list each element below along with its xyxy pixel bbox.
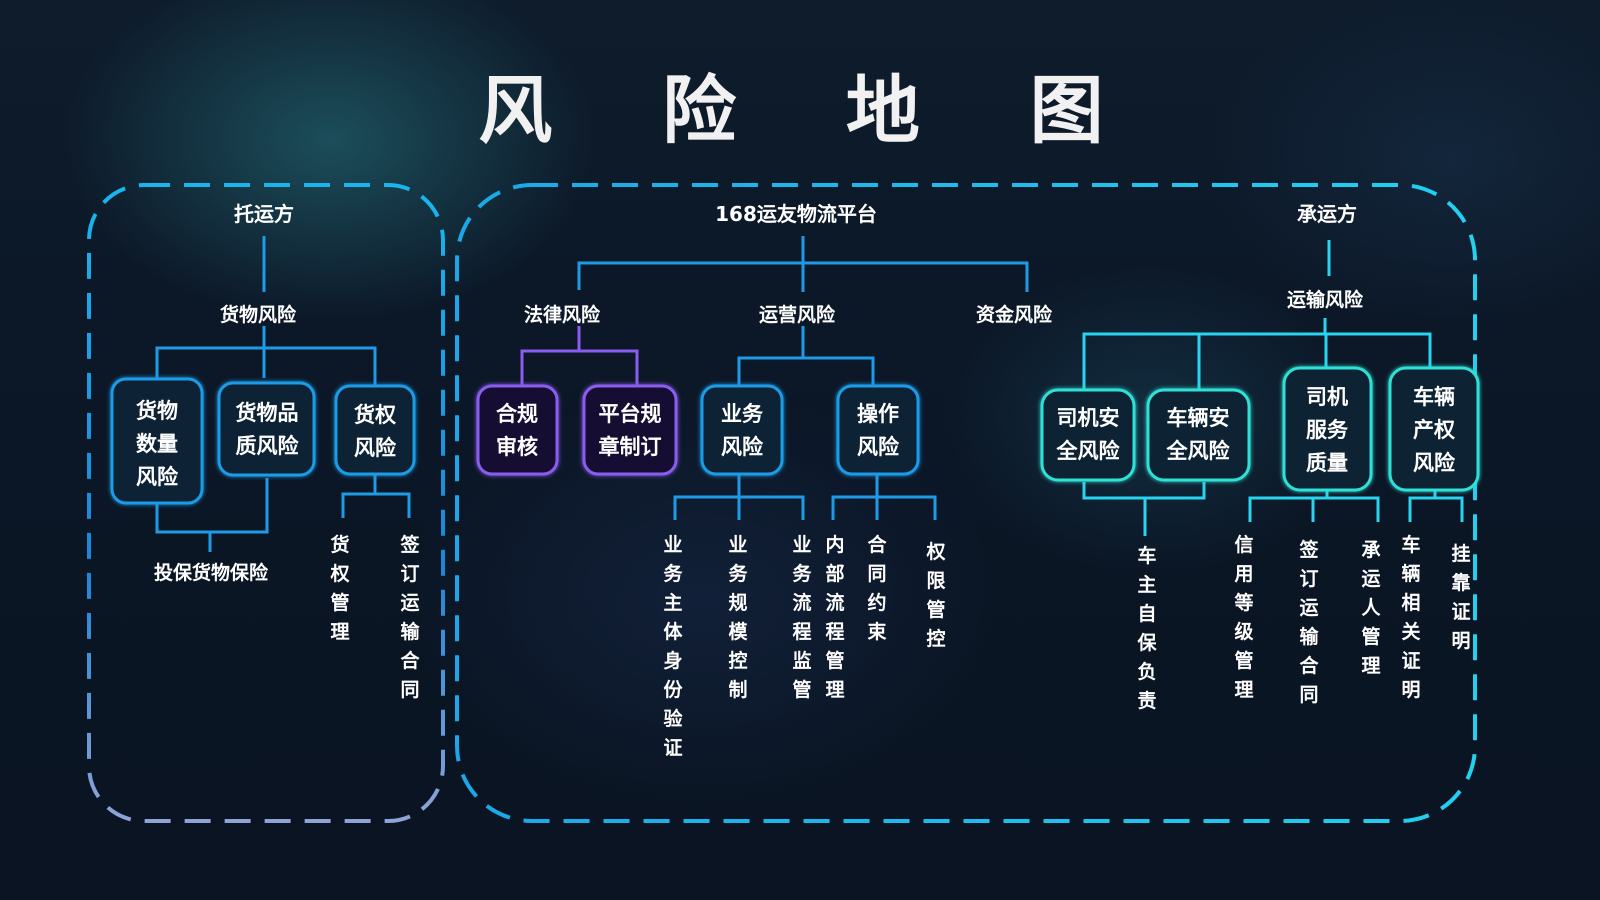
platform-header: 168运友物流平台 xyxy=(715,202,877,226)
node-label: 操作风险 xyxy=(857,402,900,459)
legal-connectors xyxy=(520,326,639,386)
page-title: 风 险 地 图 xyxy=(478,68,1145,154)
leaf-sign-transport-contract: 签订运输合同 xyxy=(1298,538,1319,706)
carrier-node-driver-safety: 司机安全风险 xyxy=(1040,388,1136,482)
leaf-business-scale-control: 业务规模控制 xyxy=(728,534,748,701)
node-label: 业务风险 xyxy=(721,402,764,459)
carrier-node-driver-service: 司机服务质量 xyxy=(1282,366,1373,492)
leaf-sign-transport-contract: 签订运输合同 xyxy=(399,533,420,701)
carrier-category-transport-risk: 运输风险 xyxy=(1287,288,1364,311)
carrier-connectors xyxy=(1082,240,1464,536)
leaf-affiliation-certificate: 挂靠证明 xyxy=(1451,542,1470,652)
leaf-cargo-title-management: 货权管理 xyxy=(329,533,349,643)
carrier-header: 承运方 xyxy=(1297,202,1357,226)
shipper-header: 托运方 xyxy=(234,202,294,226)
node-label: 平台规章制订 xyxy=(599,402,662,459)
platform-category-legal: 法律风险 xyxy=(524,303,601,326)
node-label: 司机安全风险 xyxy=(1056,406,1121,463)
leaf-contract-constraint: 合同约束 xyxy=(867,533,887,643)
platform-category-funds: 资金风险 xyxy=(976,303,1053,326)
carrier-node-vehicle-property: 车辆产权风险 xyxy=(1388,366,1480,492)
carrier-leaves: 车主自保负责 信用等级管理 签订运输合同 承运人管理 车辆相关证明 挂靠证明 xyxy=(1136,533,1470,712)
shipper-leaves: 货权管理 签订运输合同 xyxy=(329,533,420,701)
shipper-insurance: 投保货物保险 xyxy=(154,561,269,584)
platform-node-rules-making: 平台规章制订 xyxy=(582,384,678,476)
platform-node-business-risk: 业务风险 xyxy=(700,384,784,476)
platform-node-compliance-review: 合规审核 xyxy=(476,384,559,476)
node-label: 货物品质风险 xyxy=(236,401,300,458)
node-label: 车辆产权风险 xyxy=(1413,385,1456,475)
shipper-category-cargo-risk: 货物风险 xyxy=(220,303,297,326)
leaf-business-process-supervise: 业务流程监管 xyxy=(792,534,812,701)
node-label: 货权风险 xyxy=(354,403,397,460)
leaf-permission-control: 权限管控 xyxy=(925,540,945,650)
leaf-vehicle-certificates: 车辆相关证明 xyxy=(1401,533,1420,701)
leaf-internal-process-management: 内部流程管理 xyxy=(825,533,844,701)
platform-connectors xyxy=(577,236,1029,520)
node-label: 合规审核 xyxy=(496,402,538,459)
shipper-node-cargo-title: 货权风险 xyxy=(334,384,416,476)
node-label: 司机服务质量 xyxy=(1306,385,1349,475)
shipper-node-cargo-quality: 货物品质风险 xyxy=(217,381,316,477)
shipper-group-border xyxy=(87,183,445,823)
carrier-node-vehicle-safety: 车辆安全风险 xyxy=(1146,388,1251,482)
node-label: 货物数量风险 xyxy=(136,399,179,489)
node-label: 车辆安全风险 xyxy=(1166,406,1231,463)
leaf-credit-rating-management: 信用等级管理 xyxy=(1233,533,1253,701)
platform-category-operations: 运营风险 xyxy=(759,303,836,326)
leaf-business-identity-verify: 业务主体身份验证 xyxy=(663,534,683,759)
shipper-node-cargo-quantity: 货物数量风险 xyxy=(110,377,204,505)
shipper-connectors xyxy=(155,236,411,552)
platform-carrier-group-border xyxy=(455,183,1477,823)
leaf-carrier-management: 承运人管理 xyxy=(1361,539,1381,677)
platform-node-operation-risk: 操作风险 xyxy=(836,384,920,476)
leaf-owner-self-responsible: 车主自保负责 xyxy=(1136,544,1157,712)
